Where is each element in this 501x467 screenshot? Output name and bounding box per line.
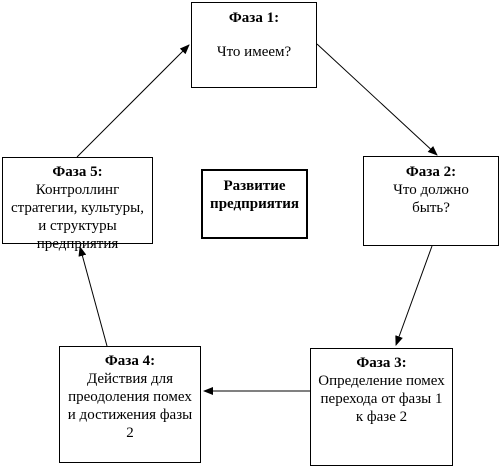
- phase-4-box: Фаза 4: Действия для преодоления помех и…: [59, 346, 201, 463]
- phase-5-box: Фаза 5: Контроллинг стратегии, культуры,…: [2, 157, 153, 252]
- phase-2-box: Фаза 2: Что должно быть?: [363, 156, 499, 246]
- arrow-phase2-to-phase3: [395, 245, 433, 346]
- phase-2-text: Что должно быть?: [393, 182, 469, 216]
- phase-5-text: Контроллинг стратегии, культуры, и струк…: [11, 182, 144, 252]
- phase-3-title: Фаза 3:: [356, 355, 407, 371]
- center-text: Развитие предприятия: [210, 178, 299, 212]
- phase-3-text: Определение помех перехода от фазы 1 к ф…: [318, 373, 445, 425]
- phase-1-box: Фаза 1: Что имеем?: [191, 2, 317, 88]
- phase-3-box: Фаза 3: Определение помех перехода от фа…: [310, 348, 453, 466]
- phase-4-text: Действия для преодоления помех и достиже…: [67, 371, 193, 441]
- arrow-phase1-to-phase2: [316, 43, 438, 156]
- phase-5-title: Фаза 5:: [52, 164, 103, 180]
- phase-4-title: Фаза 4:: [104, 353, 156, 369]
- phase-1-text: Что имеем?: [216, 44, 292, 60]
- center-box-enterprise-development: Развитие предприятия: [201, 169, 308, 239]
- arrow-phase4-to-phase5: [78, 246, 108, 347]
- phase-1-title: Фаза 1:: [228, 10, 280, 26]
- arrow-phase5-to-phase1: [76, 44, 190, 158]
- phase-2-title: Фаза 2:: [405, 164, 457, 180]
